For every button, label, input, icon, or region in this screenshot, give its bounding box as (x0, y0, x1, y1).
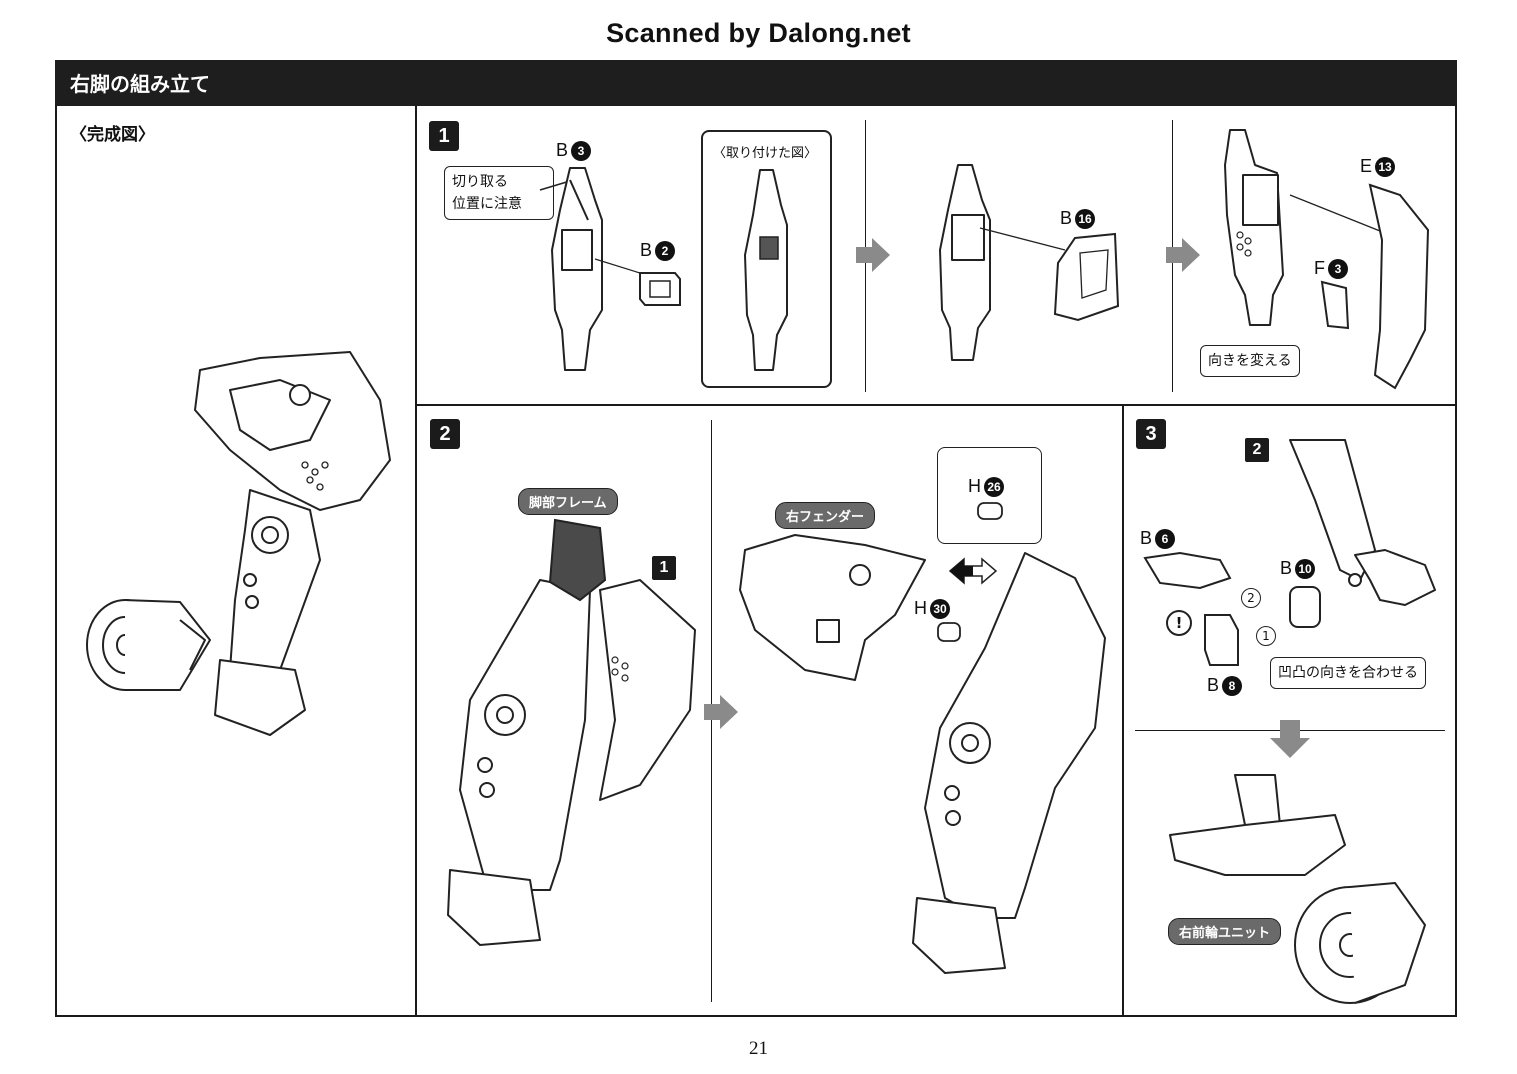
section-title: 右脚の組み立て (70, 72, 210, 96)
align-note: 凹凸の向きを合わせる (1270, 657, 1426, 689)
step1-turned-frame-illustration (1224, 129, 1284, 326)
step3-part-b6-illustration (1143, 551, 1232, 590)
divider-completed (415, 106, 417, 1017)
front-wheel-unit-label: 右前輪ユニット (1168, 918, 1282, 945)
step1-part-f3-illustration (1320, 280, 1350, 330)
caution-mark-icon: ! (1166, 610, 1192, 636)
change-direction-note: 向きを変える (1200, 345, 1300, 377)
attached-view-illustration (744, 169, 788, 371)
step2-next-arrow (704, 695, 738, 729)
step1-next-arrow-2 (1166, 238, 1200, 272)
h26-part-illustration (977, 502, 1003, 520)
step1-next-arrow-1 (856, 238, 890, 272)
completed-leg-illustration (86, 351, 391, 736)
caution-cut-position: 切り取る 位置に注意 (444, 166, 554, 220)
step-2-badge: 2 (430, 419, 460, 449)
divider-step1-bottom (415, 404, 1457, 406)
step3-part-b8-illustration (1204, 614, 1239, 666)
divider-step3 (1122, 404, 1124, 1017)
step2-leg-with-fender-illustration (912, 552, 1106, 974)
step3-part-b10-illustration (1289, 586, 1321, 628)
completed-title: 〈完成図〉 (70, 125, 155, 145)
step3-leg-lower-illustration (1289, 439, 1436, 606)
step3-down-arrow (1270, 720, 1310, 758)
page-number: 21 (749, 1038, 768, 1059)
step-3-badge: 3 (1136, 419, 1166, 449)
step1-part-b2-illustration (594, 258, 681, 306)
step1-part-b16-illustration (979, 227, 1120, 322)
swap-arrow-icon (948, 557, 998, 585)
step1-part-b3-illustration (539, 167, 603, 371)
order-marker-2: 2 (1241, 588, 1261, 608)
step1-part-e13-illustration (1289, 183, 1430, 390)
section-title-bar (55, 60, 1457, 106)
step3-ref-step-2: 2 (1245, 438, 1269, 462)
attached-view-title: 〈取り付けた図〉 (713, 146, 818, 161)
h30-part-illustration (937, 622, 961, 642)
leg-frame-label: 脚部フレーム (518, 488, 618, 515)
step2-ref-step-1: 1 (652, 556, 676, 580)
step-1-badge: 1 (429, 121, 459, 151)
scan-credit: Scanned by Dalong.net (606, 18, 911, 48)
order-marker-1: 1 (1256, 626, 1276, 646)
step2-fender-illustration (739, 534, 926, 681)
right-fender-label: 右フェンダー (775, 502, 876, 529)
step1-frame-assembly-illustration (939, 164, 991, 361)
step2-leg-assembly-illustration (447, 518, 696, 946)
step3-final-wheel-illustration (1169, 774, 1426, 1004)
